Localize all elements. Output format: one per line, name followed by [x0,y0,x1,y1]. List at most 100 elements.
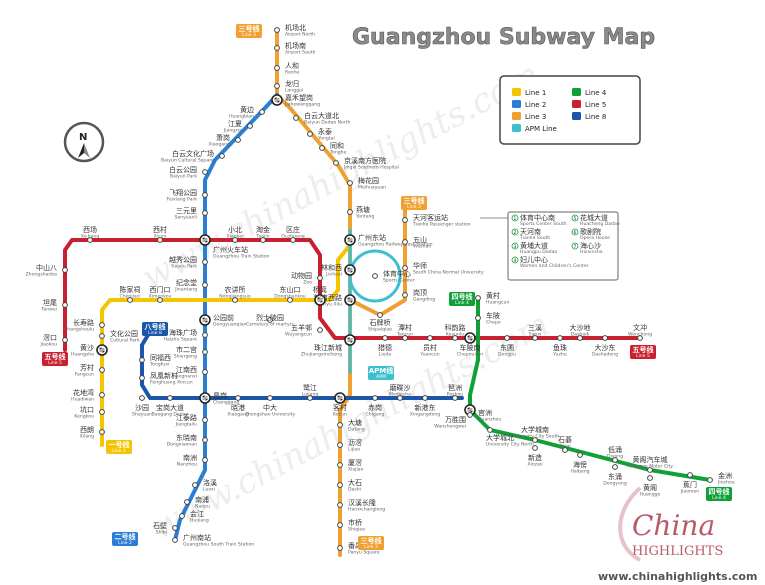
station-name-en: Guangzhou Train Station [213,254,270,260]
station-name-cn: 低涌 [608,445,622,454]
legend-swatch-line5 [572,100,581,108]
logo-brand2: HIGHLIGHTS [632,544,723,559]
station-dot [317,275,323,281]
station-dot [504,335,510,341]
interchange-icon [199,234,211,246]
legend-label-line8: Line 8 [585,113,606,121]
station-name-cn: 永泰 [318,127,332,136]
apm-box-number: 1 [514,216,517,222]
station-dot [87,237,93,243]
station-dot [62,267,68,273]
apm-box-number: 5 [574,216,577,222]
station-name-cn: 西门口 [150,285,171,294]
station-name-cn: 黄阁汽车城 [633,455,668,464]
station-name-cn: 烈士陵园 [256,313,284,322]
station-name-en: Taojin [255,234,269,240]
station-name-cn: 江夏 [228,120,242,128]
station-name-cn: 石牌桥 [370,318,391,327]
station-name-en: Shiqi [559,444,570,450]
station-name-cn: 新造 [528,453,542,462]
station-name-en: Huangge [640,492,661,498]
station-name-en: Jiaokou [40,342,58,348]
badge-en: Line 3 [242,32,256,38]
transfer-arrows-icon [202,395,208,401]
station-name-cn: 鹭江 [303,383,317,392]
station-name-cn: 三溪 [528,323,542,332]
legend-swatch-line4 [572,88,581,96]
station-name-cn: 海傍 [573,460,587,469]
station-name-en: Changshoulu [64,327,94,333]
station-name-cn: 五山 [413,235,427,244]
station-name-en: Kecun [333,412,347,418]
station-name-cn: 芳村 [80,363,94,372]
station-name-en: Zhujiangxincheng [301,352,342,358]
station-dot [219,153,225,159]
station-name-cn: 黄阁 [643,483,657,492]
station-dot [202,192,208,198]
line4 [468,296,712,482]
line3-to-tianhe [348,203,407,317]
station-dot [402,292,408,298]
station-name-en: Diyong [607,454,623,460]
station-name-cn: 广州火车站 [213,245,248,254]
station-name-en: Kengkou [74,414,94,420]
legend-box [499,75,641,145]
station-name-en: Keyunlu [446,332,464,338]
station-name-cn: 厦滘 [348,458,362,467]
station-name-en: Yuzhu [552,352,567,358]
station-dot [475,295,481,301]
station-dot [532,445,538,451]
station-name-en: Guanzhou [478,417,501,423]
station-name-en: Tonghe [329,150,347,156]
station-dot [317,327,323,333]
station-name-cn: 新港东 [415,403,436,412]
station-name-cn: 珠江新城 [314,343,342,352]
station-dot [562,447,568,453]
transfer-arrows-icon [317,297,323,303]
station-name-cn: 员村 [423,343,437,352]
station-name-en: University City North [486,442,534,448]
station-dot [602,335,608,341]
station-dot [307,395,313,401]
watermark-text-1: www.chinahighlights.com [135,54,545,298]
station-name-en: Xinzao [527,462,543,468]
station-name-en: Longgui [285,88,303,94]
station-name-cn: 白云大道北 [304,111,339,120]
station-name-en: Linhexi [326,272,342,278]
map-title: Guangzhou Subway Map [352,25,655,50]
apm-box-number-mark [571,242,579,250]
transfer-arrows-icon [467,335,473,341]
station-dot [612,457,618,463]
station-dot [99,333,105,339]
legend-label-apm: APM Line [525,125,557,133]
station-dot [637,335,643,341]
station-dot [337,422,343,428]
station-dot [139,357,145,363]
station-dot [157,237,163,243]
station-name-cn: 南浦 [195,495,209,504]
station-dot [337,545,343,551]
station-dot [202,457,208,463]
apm-box-number: 2 [514,230,517,236]
station-name-en: Huangsha [71,352,94,358]
station-dot [274,27,280,33]
station-name-en: Tancun [396,332,413,338]
station-name-cn: 鱼珠 [553,343,567,352]
station-name-cn: 黄沙 [80,343,94,352]
station-dot [687,472,693,478]
station-dot [202,169,208,175]
line-badge-line4 [706,487,732,501]
apm-box-number: 7 [574,244,577,250]
station-dot [267,317,273,323]
line1 [100,243,352,447]
station-dot [647,467,653,473]
station-name-cn: 东晓南 [176,433,197,442]
station-name-en: Lijiao [348,447,360,453]
station-name-en: Jinantang [174,287,197,293]
station-name-en: Dongpu [498,352,516,358]
station-name-en: Fenghuang Xincun [150,380,193,386]
station-name-cn: 洛溪 [203,478,217,487]
